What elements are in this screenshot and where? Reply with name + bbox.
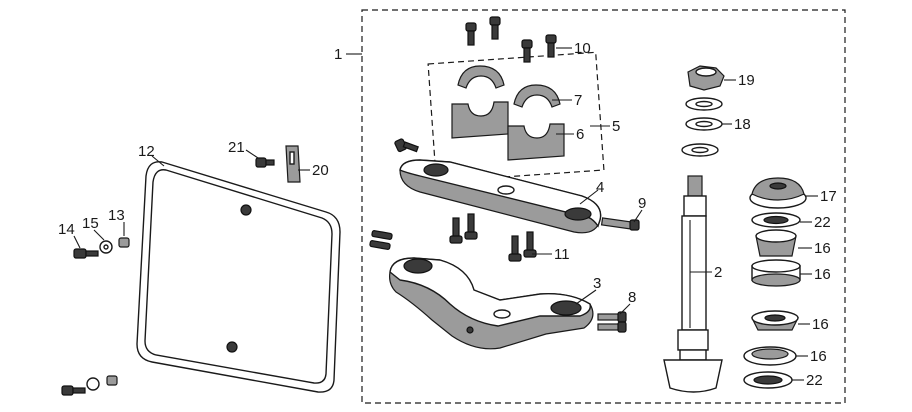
callout-18: 18 <box>734 116 751 133</box>
callout-16-b: 16 <box>814 266 831 283</box>
leader-lines <box>73 47 818 381</box>
callout-5: 5 <box>612 118 620 135</box>
callout-22-a: 22 <box>814 214 831 231</box>
bearing-16-a <box>755 229 797 257</box>
bolts-11 <box>449 213 537 262</box>
callout-16-c: 16 <box>812 316 829 333</box>
callout-14: 14 <box>58 221 75 238</box>
lower-clamps-6 <box>451 101 565 161</box>
bracket-20-slot <box>289 151 295 165</box>
nut-19 <box>687 65 725 91</box>
callout-7: 7 <box>574 92 582 109</box>
assembly-boundary <box>361 9 846 404</box>
clamp-subassembly-boundary <box>427 51 605 183</box>
lower-left-bolts <box>369 230 393 250</box>
callout-20: 20 <box>312 162 329 179</box>
bottom-triple-clamp-3 <box>389 257 594 350</box>
dust-cover-17 <box>749 177 807 209</box>
nut-lower-left <box>106 375 118 386</box>
screw-14 <box>73 248 99 259</box>
callout-1: 1 <box>334 46 342 63</box>
callout-2: 2 <box>714 264 722 281</box>
callout-13: 13 <box>108 207 125 224</box>
callout-8: 8 <box>628 289 636 306</box>
washer-lower-left <box>86 377 100 391</box>
callout-15: 15 <box>82 215 99 232</box>
bolt-9 <box>600 217 640 231</box>
clamp-bolts-10 <box>465 16 557 63</box>
callout-19: 19 <box>738 72 755 89</box>
nut-13 <box>118 237 130 248</box>
callout-21: 21 <box>228 139 245 156</box>
callout-22-b: 22 <box>806 372 823 389</box>
callout-16-d: 16 <box>810 348 827 365</box>
top-triple-clamp-4 <box>399 159 602 234</box>
washer-18b-hole <box>695 120 713 128</box>
callout-16-a: 16 <box>814 240 831 257</box>
callout-9: 9 <box>638 195 646 212</box>
screw-lower-left <box>61 385 86 396</box>
seal-22-upper <box>751 212 801 228</box>
seal-22-lower <box>743 371 793 389</box>
callout-11: 11 <box>554 246 570 263</box>
callout-3: 3 <box>593 275 601 292</box>
steering-stem-2 <box>663 175 723 393</box>
callout-6: 6 <box>576 126 584 143</box>
number-plate <box>136 161 341 393</box>
screw-21 <box>255 157 275 168</box>
washer-15-hole <box>103 244 109 250</box>
bearing-16-c <box>751 310 799 331</box>
callout-12: 12 <box>138 143 155 160</box>
washer-18c-hole <box>691 146 709 154</box>
race-16-b <box>751 259 801 287</box>
washer-18a-hole <box>695 100 713 108</box>
callout-4: 4 <box>596 179 604 196</box>
race-16-d <box>743 346 797 366</box>
callout-17: 17 <box>820 188 837 205</box>
top-clamp-bolt <box>394 138 419 153</box>
bolts-8 <box>597 311 627 333</box>
callout-10: 10 <box>574 40 591 57</box>
upper-clamps-7 <box>457 65 561 108</box>
